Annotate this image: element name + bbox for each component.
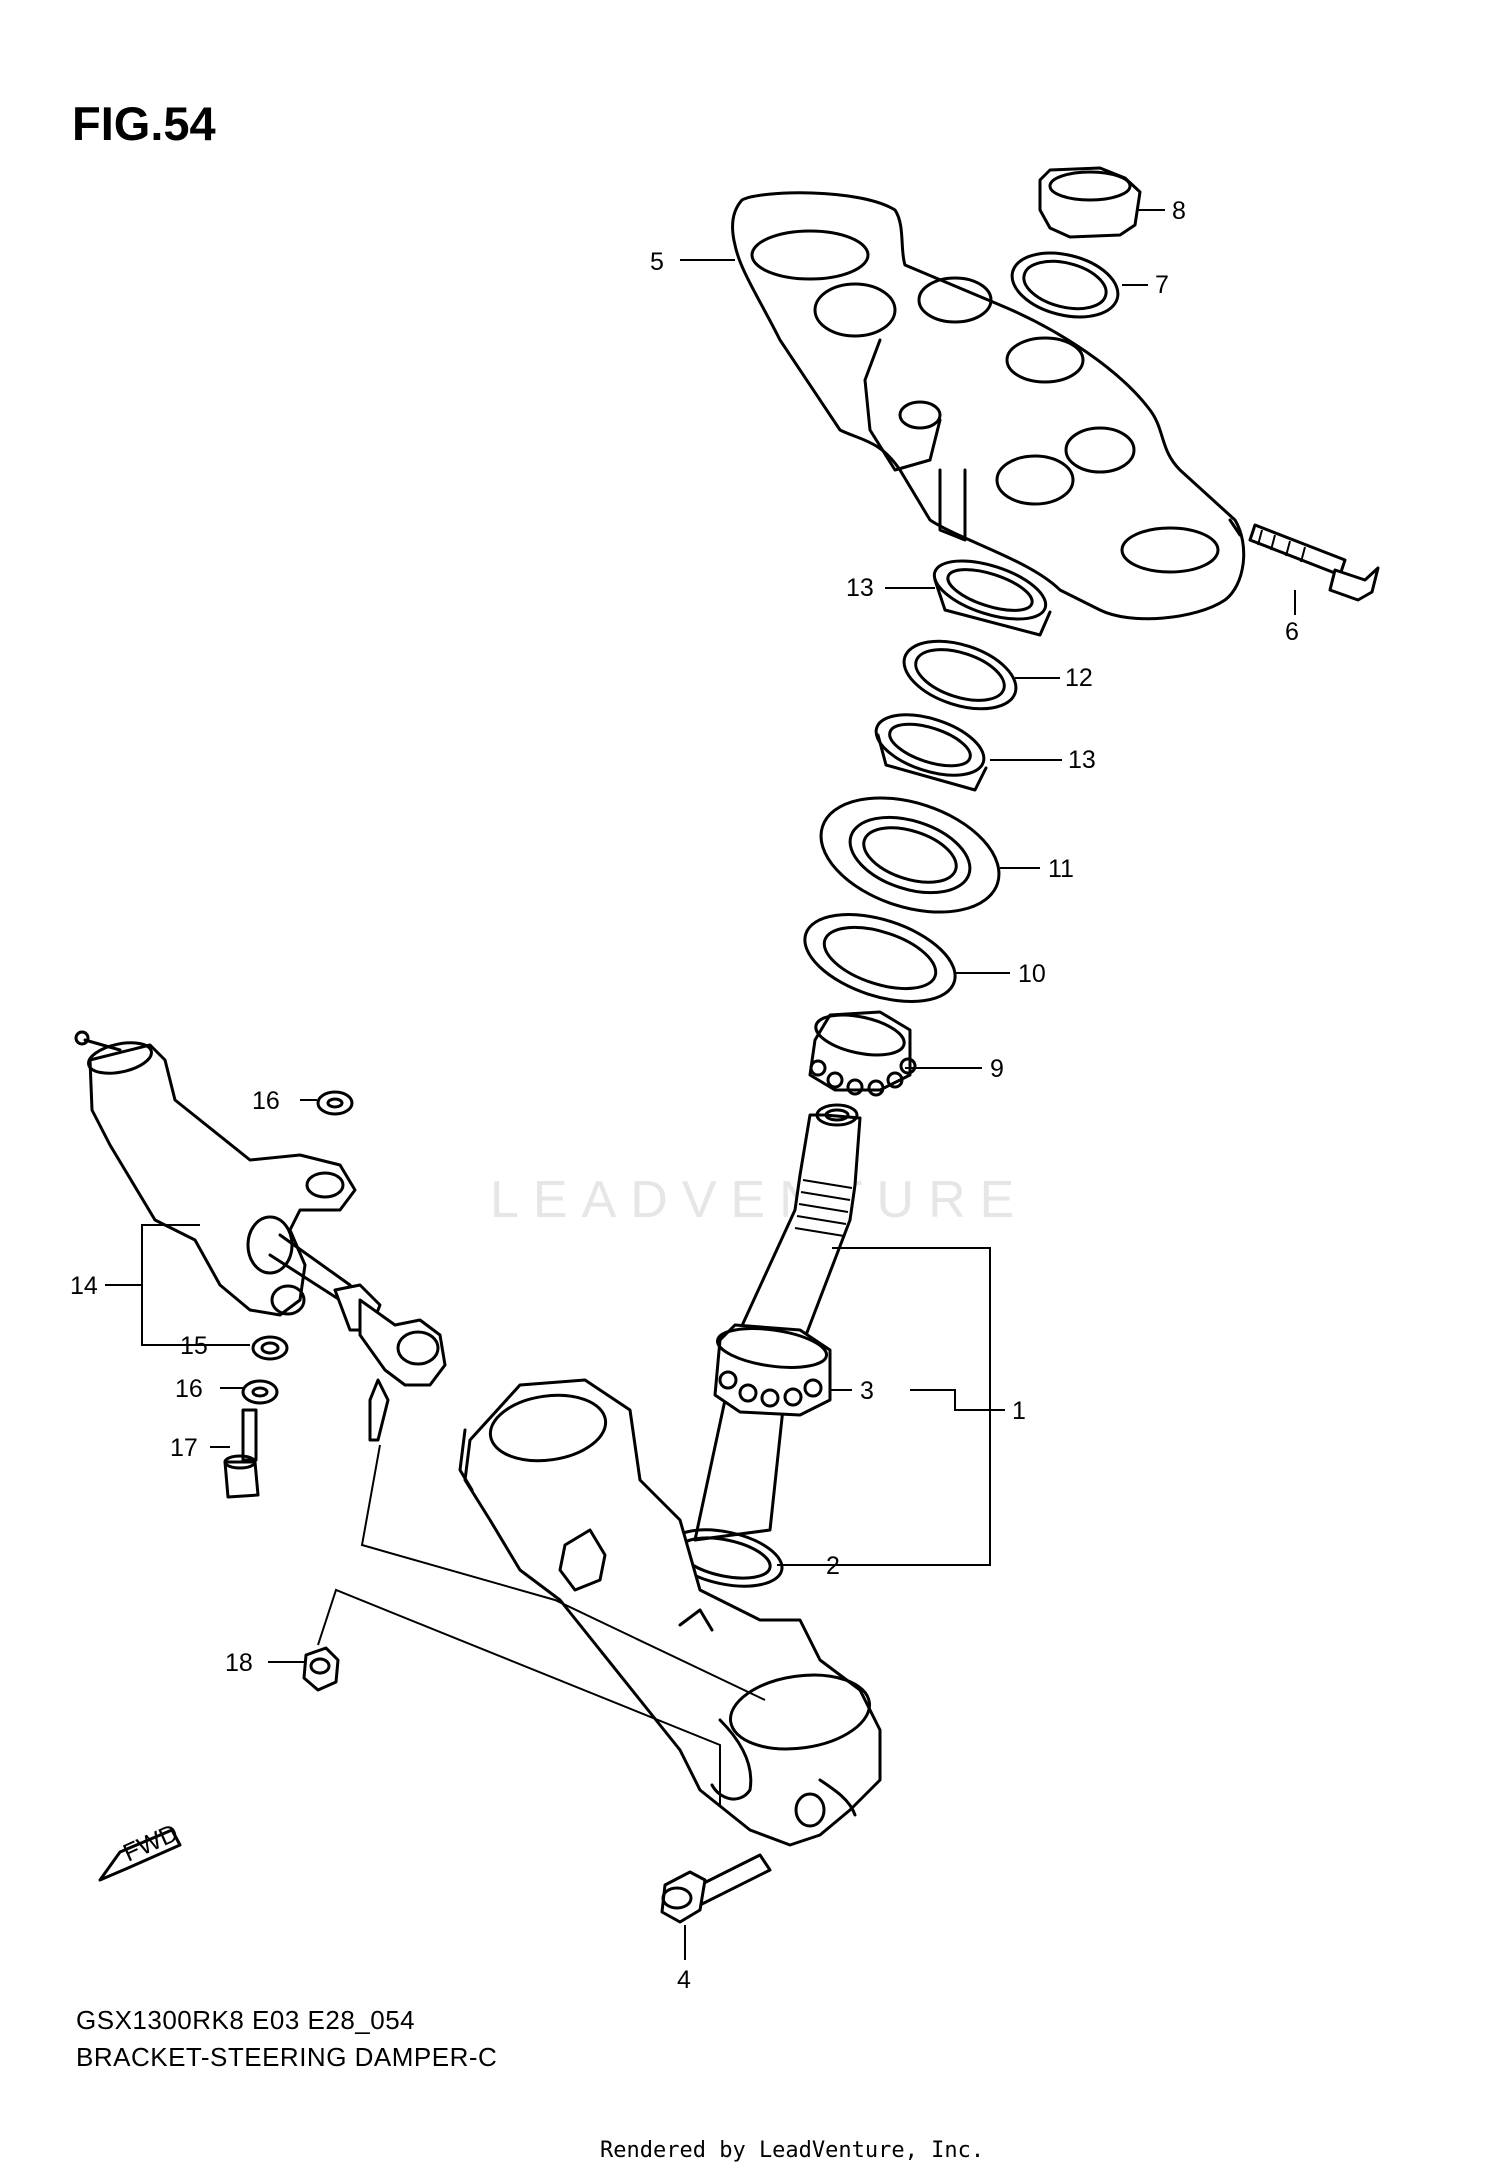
bushing-15-inner bbox=[260, 1341, 280, 1355]
callout-18: 18 bbox=[225, 1649, 253, 1677]
lock-nut-13-lower bbox=[874, 713, 988, 792]
callout-15: 15 bbox=[180, 1332, 208, 1360]
callout-6: 6 bbox=[1285, 618, 1299, 646]
model-code: GSX1300RK8 E03 E28_054 bbox=[76, 2005, 416, 2035]
figure-title: FIG.54 bbox=[72, 97, 216, 150]
callout-16-lower: 16 bbox=[175, 1375, 203, 1403]
washer-7 bbox=[1010, 251, 1120, 319]
lower-bracket bbox=[458, 1378, 882, 1847]
callout-12: 12 bbox=[1065, 664, 1093, 692]
upper-bracket bbox=[731, 191, 1246, 621]
bushing-15 bbox=[251, 1335, 289, 1361]
callout-13-lower: 13 bbox=[1068, 746, 1096, 774]
steering-stem bbox=[693, 1103, 862, 1542]
callout-8: 8 bbox=[1172, 197, 1186, 225]
steering-damper bbox=[74, 1030, 447, 1442]
callout-1: 1 bbox=[1012, 1397, 1026, 1425]
rendered-by-credit: Rendered by LeadVenture, Inc. bbox=[600, 2138, 985, 2163]
washer-16-lower-inner bbox=[251, 1386, 269, 1398]
callout-3: 3 bbox=[860, 1377, 874, 1405]
damper-bolt-17 bbox=[223, 1408, 260, 1499]
dust-seal-11 bbox=[819, 796, 1001, 914]
fwd-arrow-icon: FWD bbox=[98, 1819, 182, 1882]
washer-16-upper-inner bbox=[326, 1097, 344, 1109]
callout-9: 9 bbox=[990, 1055, 1004, 1083]
callout-10: 10 bbox=[1018, 960, 1046, 988]
callout-13-upper: 13 bbox=[846, 574, 874, 602]
washer-16-upper bbox=[316, 1090, 354, 1116]
fwd-label: FWD bbox=[119, 1819, 182, 1868]
nut-18 bbox=[302, 1646, 340, 1692]
lower-bearing-3 bbox=[713, 1323, 832, 1417]
callout-16-upper: 16 bbox=[252, 1087, 280, 1115]
callout-4: 4 bbox=[677, 1966, 691, 1994]
callout-17: 17 bbox=[170, 1434, 198, 1462]
lock-nut-13-upper bbox=[932, 559, 1052, 637]
washer-16-lower bbox=[241, 1379, 279, 1405]
callout-7: 7 bbox=[1155, 271, 1169, 299]
callout-5: 5 bbox=[650, 248, 664, 276]
bearing-race-10 bbox=[803, 913, 957, 1003]
steering-stem-nut bbox=[1038, 166, 1142, 239]
pinch-bolt-4 bbox=[660, 1853, 772, 1924]
diagram-description: BRACKET-STEERING DAMPER-C bbox=[76, 2042, 498, 2072]
lock-washer-12 bbox=[902, 639, 1018, 711]
callout-2: 2 bbox=[826, 1552, 840, 1580]
upper-bearing-9 bbox=[808, 1010, 917, 1097]
callout-11: 11 bbox=[1048, 855, 1074, 883]
callout-14: 14 bbox=[70, 1272, 98, 1300]
clamp-bolt-6 bbox=[1248, 523, 1380, 602]
watermark-text: LEADVENTURE bbox=[490, 1171, 1029, 1229]
